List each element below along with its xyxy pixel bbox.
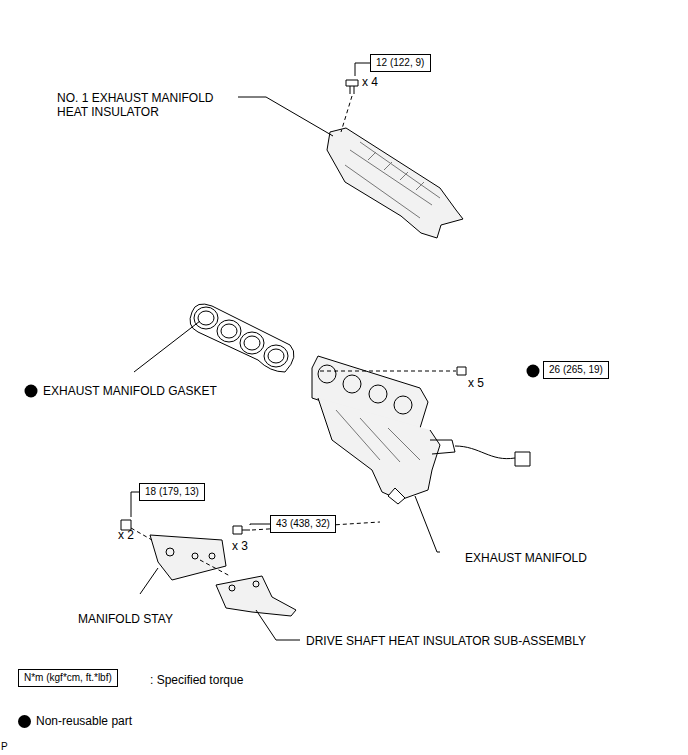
quantity: x 4 [362, 75, 378, 89]
part-name: EXHAUST MANIFOLD [465, 551, 587, 565]
torque-value: N*m (kgf*cm, ft.*lbf) [24, 672, 112, 684]
part-name: DRIVE SHAFT HEAT INSULATOR SUB-ASSEMBLY [306, 634, 586, 648]
part-name: NO. 1 EXHAUST MANIFOLD HEAT INSULATOR [57, 91, 239, 119]
part-name: EXHAUST MANIFOLD GASKET [43, 384, 217, 398]
page-mark: P [1, 740, 8, 754]
torque-box: 43 (438, 32) [270, 515, 336, 533]
torque-box: 26 (265, 19) [543, 361, 609, 379]
legend-torque-box: N*m (kgf*cm, ft.*lbf) [18, 669, 118, 687]
legend-text: : Specified torque [150, 673, 243, 687]
quantity: x 3 [232, 539, 248, 553]
quantity: x 5 [468, 376, 484, 390]
torque-box: 12 (122, 9) [370, 54, 431, 72]
legend-text: Non-reusable part [36, 714, 132, 728]
legend-swatch [18, 715, 31, 728]
torque-value: 43 (438, 32) [276, 518, 330, 530]
torque-value: 18 (179, 13) [145, 486, 199, 498]
part-name: MANIFOLD STAY [78, 612, 173, 626]
torque-box: 18 (179, 13) [139, 483, 205, 501]
torque-value: 26 (265, 19) [549, 364, 603, 376]
non-reusable-mark [25, 365, 540, 398]
quantity: x 2 [118, 528, 134, 542]
torque-value: 12 (122, 9) [376, 57, 425, 69]
